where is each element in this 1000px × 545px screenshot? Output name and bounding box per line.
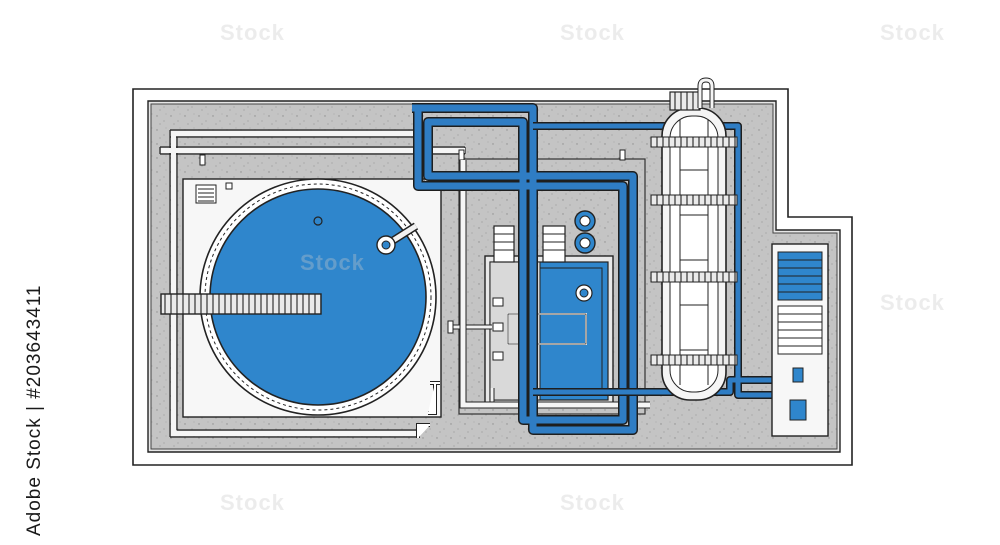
utility-pipes-fill: [161, 131, 465, 436]
vent-grille-icon: [195, 182, 233, 204]
process-pipes: [412, 103, 802, 435]
pump-unit-icon: [484, 210, 614, 407]
stock-id-label: Adobe Stock | #203643411: [2, 285, 45, 537]
valves: [199, 149, 626, 438]
feed-valve: [447, 320, 454, 334]
walkway-bridge: [160, 293, 322, 315]
column-tower-icon: [650, 77, 738, 401]
stock-id-text: Adobe Stock | #203643411: [24, 284, 45, 537]
return-pipes: [459, 160, 650, 409]
control-panel-icon: [771, 243, 829, 437]
